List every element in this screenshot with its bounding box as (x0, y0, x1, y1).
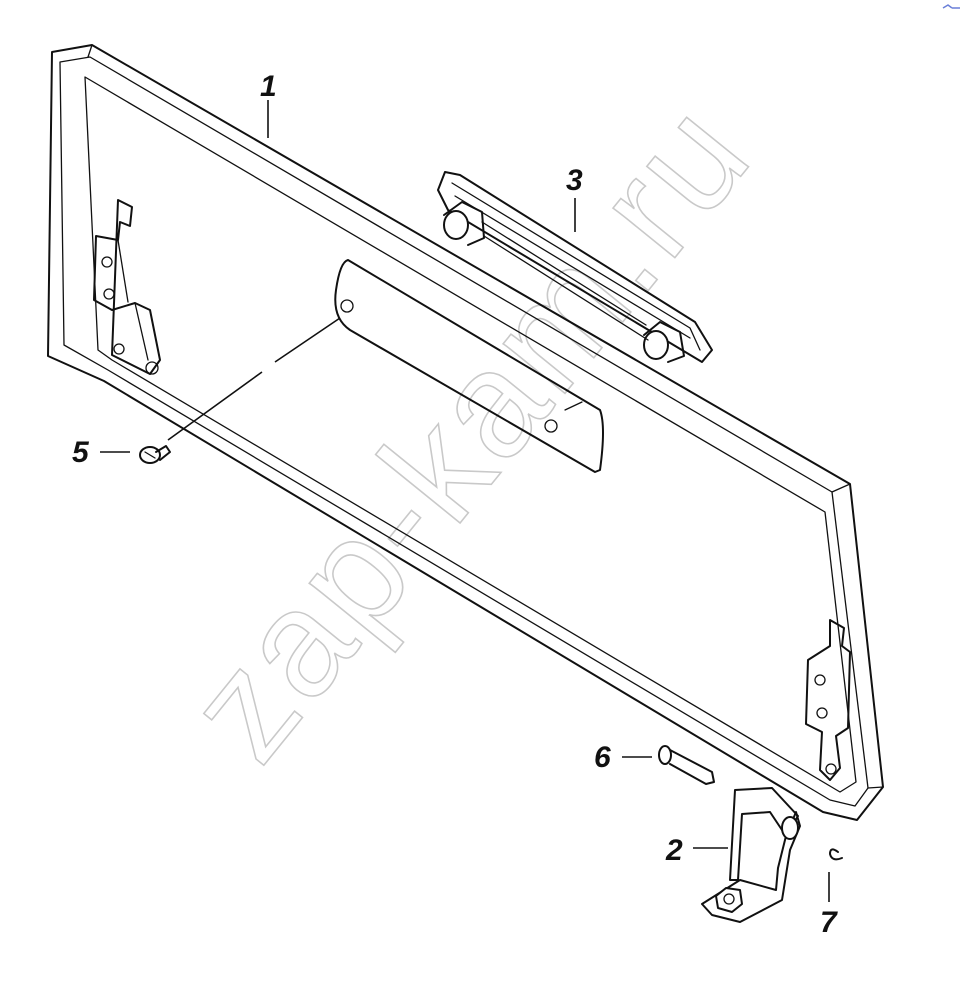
bracket-part-2 (701, 787, 801, 923)
lamp-part-3 (437, 171, 713, 363)
frame-part-1 (47, 44, 884, 821)
clip-part-7 (829, 848, 843, 861)
screw-part-5 (139, 445, 171, 464)
callout-1: 1 (260, 70, 277, 103)
callout-3: 3 (566, 164, 583, 197)
callout-2: 2 (665, 834, 683, 867)
pin-part-6 (658, 745, 715, 785)
callout-7: 7 (820, 906, 838, 939)
screw-axis-line (167, 317, 341, 441)
callout-6: 6 (594, 741, 611, 774)
callout-5: 5 (72, 436, 90, 469)
corner-mark (942, 4, 960, 9)
mounting-plate (334, 259, 604, 473)
watermark-text: zap-kam.ru (154, 70, 782, 790)
